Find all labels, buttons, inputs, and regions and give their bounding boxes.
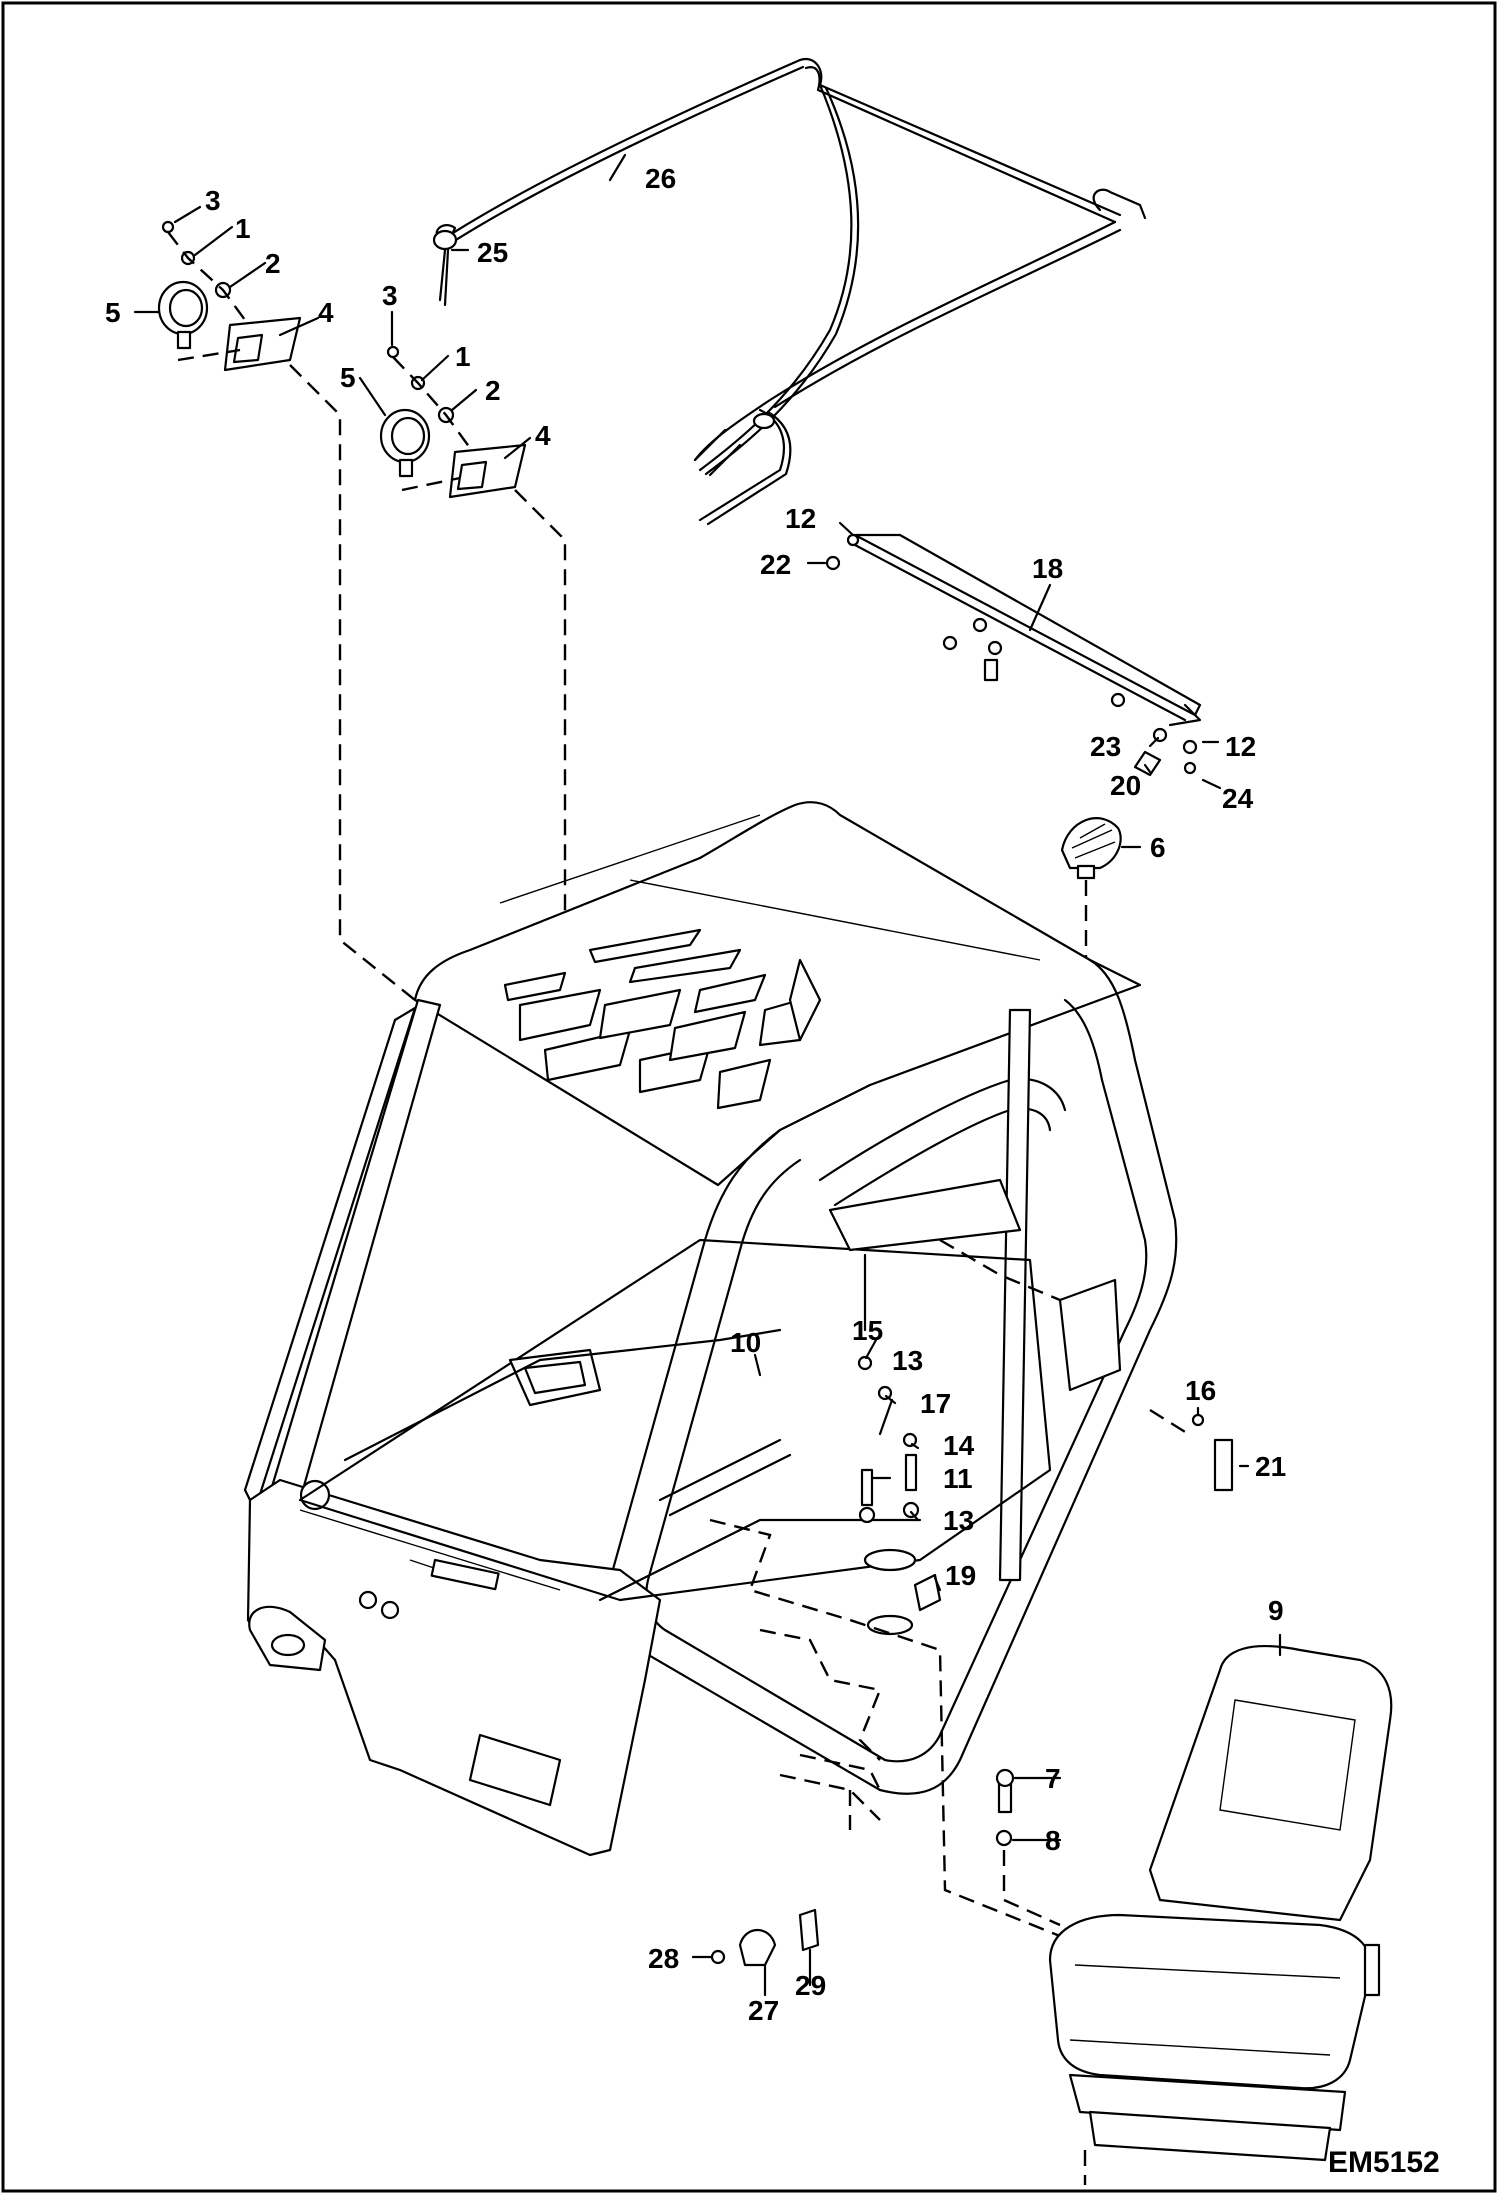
callout-4-left: 4 — [318, 297, 334, 328]
callout-5-center: 5 — [340, 362, 356, 393]
callout-19: 19 — [945, 1560, 976, 1591]
callout-labels: 3 1 2 5 4 3 1 2 5 4 26 25 12 22 18 23 12… — [105, 163, 1286, 2026]
callout-12-bottom: 12 — [1225, 731, 1256, 762]
callout-27: 27 — [748, 1995, 779, 2026]
operator-seat-illustration — [1048, 1645, 1393, 2185]
callout-12-top: 12 — [785, 503, 816, 534]
callout-28: 28 — [648, 1943, 679, 1974]
callout-16: 16 — [1185, 1375, 1216, 1406]
callout-13-bottom: 13 — [943, 1505, 974, 1536]
callout-24: 24 — [1222, 783, 1254, 814]
figure-code: EM5152 — [1328, 2146, 1440, 2179]
callout-3-left: 3 — [205, 185, 221, 216]
callout-9: 9 — [1268, 1595, 1284, 1626]
callout-22: 22 — [760, 549, 791, 580]
canopy-frame-illustration — [243, 801, 1191, 1961]
callout-5-left: 5 — [105, 297, 121, 328]
callout-11: 11 — [943, 1463, 973, 1494]
center-work-light-illustration — [379, 345, 701, 1161]
callout-18: 18 — [1032, 553, 1063, 584]
callout-10: 10 — [730, 1327, 761, 1358]
callout-21: 21 — [1255, 1451, 1286, 1482]
callout-1-center: 1 — [455, 341, 471, 372]
callout-2-center: 2 — [485, 375, 501, 406]
callout-3-center: 3 — [382, 280, 398, 311]
callout-20: 20 — [1110, 770, 1141, 801]
fasteners-illustration — [710, 1355, 1234, 1967]
callout-13-top: 13 — [892, 1345, 923, 1376]
callout-4-center: 4 — [535, 420, 551, 451]
callout-14: 14 — [943, 1430, 975, 1461]
left-work-light-illustration — [157, 220, 441, 1021]
wire-harness-illustration — [432, 57, 1147, 526]
callout-1-left: 1 — [235, 213, 251, 244]
callout-2-left: 2 — [265, 248, 281, 279]
rear-light-bar-illustration — [825, 533, 1202, 975]
callout-23: 23 — [1090, 731, 1121, 762]
callout-7: 7 — [1045, 1763, 1061, 1794]
callout-17: 17 — [920, 1388, 951, 1419]
callout-25: 25 — [477, 237, 508, 268]
callout-8: 8 — [1045, 1825, 1061, 1856]
callout-29: 29 — [795, 1970, 826, 2001]
leader-lines — [133, 153, 1282, 1997]
callout-6: 6 — [1150, 832, 1166, 863]
callout-26: 26 — [645, 163, 676, 194]
callout-15: 15 — [852, 1315, 883, 1346]
